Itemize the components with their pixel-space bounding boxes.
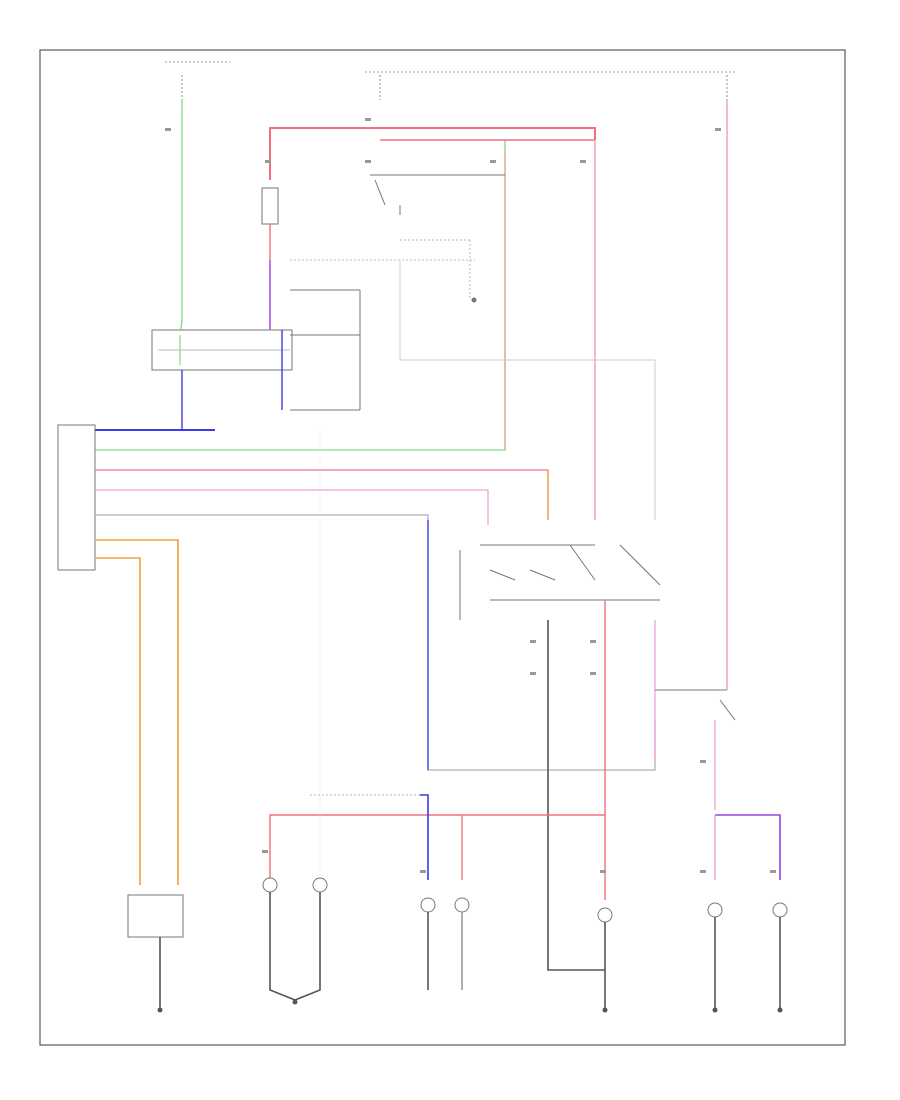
bottom-left-switch [127, 894, 184, 1010]
dimmer-switch [654, 620, 736, 810]
wire-black-center [547, 600, 606, 971]
ground-left [157, 1007, 163, 1013]
wire-bottom-feed [269, 430, 781, 880]
wire-pink-right-vertical [504, 100, 728, 690]
ground-center [292, 999, 608, 1013]
headlamp-switch [459, 544, 661, 620]
left-relay-box [151, 290, 361, 430]
control-unit [57, 424, 96, 571]
fuse-block-center [365, 71, 735, 100]
wire-red-top [269, 127, 596, 180]
upper-switch [290, 174, 656, 520]
wire-green-left [95, 100, 506, 451]
wire-bus-horizontal [95, 429, 656, 885]
ground-right [712, 1007, 783, 1013]
lamp-ground-wires [269, 892, 781, 1010]
diagram-frame [39, 49, 846, 1046]
relay-module [261, 187, 279, 330]
lamps [262, 877, 788, 923]
fuse-block-left [165, 61, 230, 100]
connector-marks [165, 118, 776, 873]
